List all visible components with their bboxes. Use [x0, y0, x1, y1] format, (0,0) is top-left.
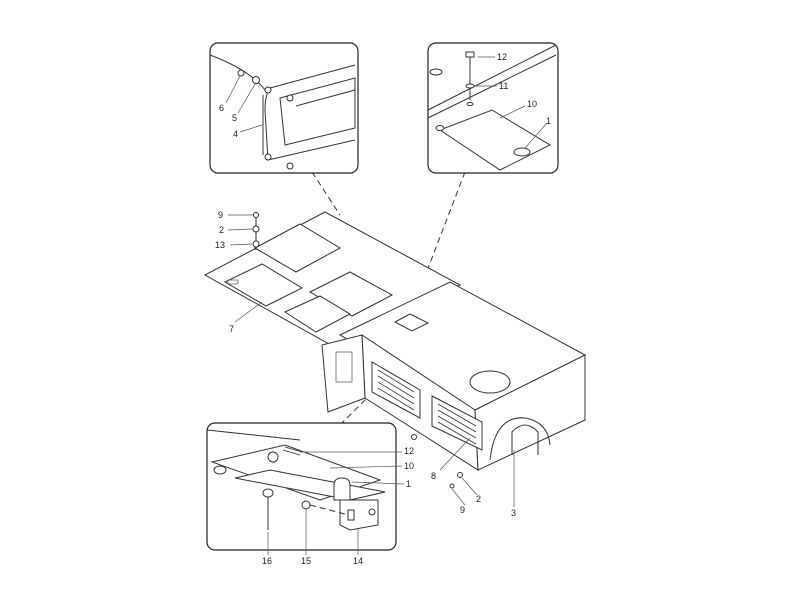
grille-left	[371, 361, 421, 419]
callout-7: 7	[229, 324, 234, 334]
screw-icon	[237, 69, 245, 77]
main-assembly	[203, 211, 587, 489]
leader-top-left	[311, 171, 341, 216]
bolt-head-icon	[264, 153, 272, 161]
callout-16: 16	[262, 556, 272, 566]
callout-1-bottom: 1	[406, 479, 411, 489]
callout-9-lower: 9	[460, 505, 465, 515]
washer-icon	[465, 83, 475, 89]
inset-frame	[209, 42, 359, 174]
cover-plate-knob	[513, 147, 531, 157]
nut-icon	[411, 434, 417, 440]
latch-cylinder	[333, 477, 351, 501]
callout-12: 12	[497, 52, 507, 62]
cover-panel-left	[223, 263, 304, 307]
callout-6: 6	[219, 103, 224, 113]
callout-10: 10	[527, 99, 537, 109]
callout-12-bottom: 12	[404, 446, 414, 456]
screw-icon	[449, 483, 455, 489]
inset-top-left: 6 5 4	[209, 42, 359, 174]
callout-8: 8	[431, 471, 436, 481]
bolt-head-icon	[286, 162, 294, 170]
housing-side	[474, 354, 586, 471]
callout-15: 15	[301, 556, 311, 566]
u-bolt	[511, 424, 539, 455]
washer-icon	[457, 472, 463, 478]
bolt-head-icon	[264, 86, 272, 94]
washer-15	[301, 500, 311, 510]
main-leaders	[227, 214, 515, 507]
grille-right	[431, 395, 483, 451]
callout-5: 5	[232, 113, 237, 123]
bushing-16	[262, 488, 274, 498]
callout-9: 9	[218, 210, 223, 220]
callout-2: 2	[219, 225, 224, 235]
left-drop-panel	[321, 334, 366, 413]
cover-panel-top	[253, 223, 342, 273]
washer-icon	[252, 225, 260, 233]
inset-bottom	[206, 422, 405, 555]
inset-top-right: 12 11 10 1	[427, 42, 559, 174]
washer-icon	[252, 76, 260, 84]
callout-10-bottom: 10	[404, 461, 414, 471]
nut-icon	[252, 240, 260, 248]
knob-icon	[267, 451, 279, 463]
callout-4: 4	[233, 129, 238, 139]
callout-14: 14	[353, 556, 363, 566]
small-cover-plate	[393, 313, 430, 332]
callout-1: 1	[546, 116, 551, 126]
drop-panel-window	[335, 351, 353, 383]
screw-icon	[253, 212, 259, 218]
callout-13: 13	[215, 240, 225, 250]
latch-bracket-14	[339, 499, 379, 531]
bolt-head-icon	[286, 94, 294, 102]
callout-2-lower: 2	[476, 494, 481, 504]
grille-slats	[377, 369, 477, 445]
cover-panel-center	[283, 295, 352, 333]
circular-opening	[469, 370, 511, 394]
callout-11: 11	[499, 81, 508, 91]
plate-slot	[227, 279, 239, 285]
side-arch	[489, 417, 551, 461]
bolt-head-icon	[465, 51, 475, 58]
callout-3: 3	[511, 508, 516, 518]
